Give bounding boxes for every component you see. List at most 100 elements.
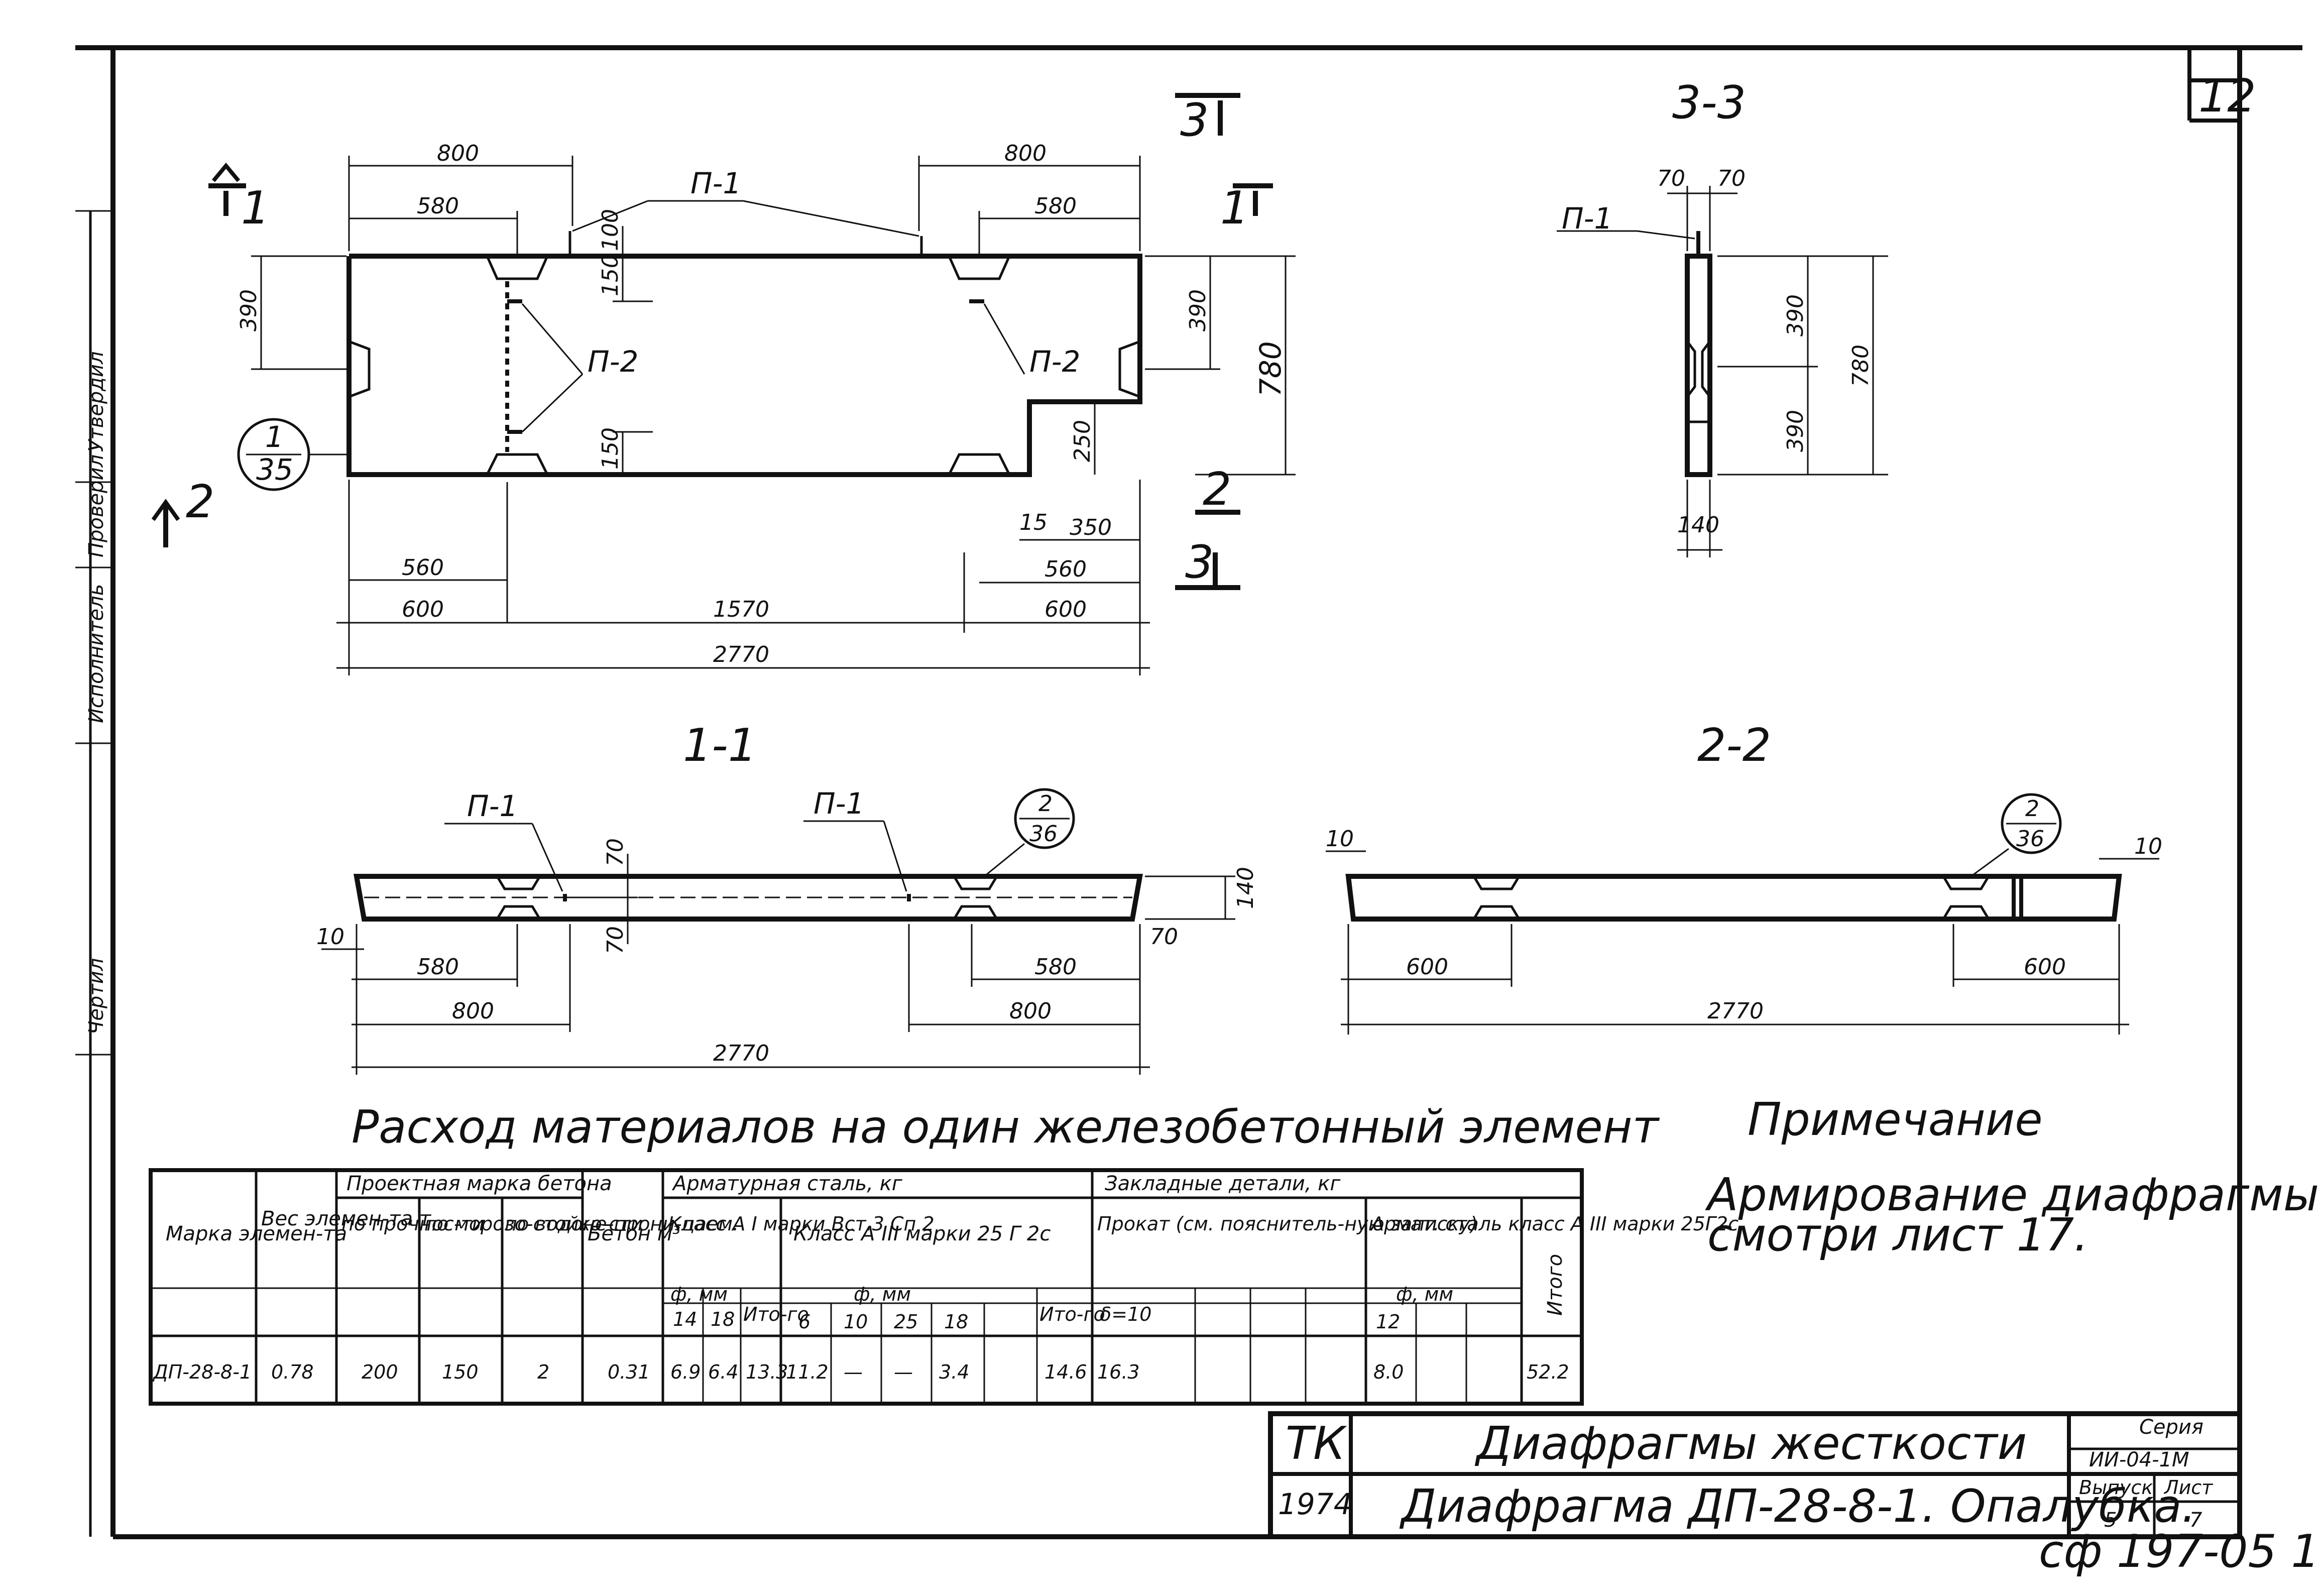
svg-text:140: 140: [1233, 867, 1258, 909]
svg-text:16.3: 16.3: [1097, 1361, 1140, 1383]
svg-text:70: 70: [1657, 166, 1685, 191]
svg-text:580: 580: [1034, 193, 1077, 219]
note-line-2: смотри лист 17.: [1707, 1209, 2089, 1262]
sheet-value: 7: [2189, 1509, 2202, 1532]
svg-text:2: 2: [1038, 791, 1053, 817]
embedded-parts-plan: [349, 231, 1140, 476]
sheet-frame: 12: [75, 45, 2302, 1539]
series-label: Серия: [2139, 1416, 2204, 1439]
svg-text:580: 580: [1034, 954, 1077, 980]
svg-text:2770: 2770: [1707, 998, 1764, 1024]
stamp-1: Утвердил: [85, 352, 108, 452]
svg-text:2: 2: [2025, 796, 2039, 822]
svg-text:800: 800: [1009, 998, 1052, 1024]
svg-text:18: 18: [944, 1311, 968, 1333]
svg-text:12: 12: [1376, 1311, 1400, 1333]
svg-text:18: 18: [711, 1308, 735, 1330]
section-2-2-title: 2-2: [1697, 719, 1771, 772]
left-margin-stamps: Утвердил Проверил Исполнитель Чертил: [75, 210, 113, 1537]
svg-text:14.6: 14.6: [1045, 1361, 1087, 1383]
label-p1-11-left: П-1: [467, 789, 518, 823]
svg-text:250: 250: [1070, 420, 1095, 462]
svg-text:52.2: 52.2: [1527, 1361, 1569, 1383]
section-mark-2-right: 2: [1203, 463, 1231, 516]
svg-text:36: 36: [1029, 821, 1058, 847]
label-p1-33: П-1: [1562, 201, 1612, 236]
svg-text:390: 390: [1185, 289, 1211, 331]
svg-text:800: 800: [1004, 141, 1047, 166]
svg-text:10: 10: [2134, 834, 2162, 859]
section-mark-1-right: 1: [1220, 182, 1249, 235]
svg-text:Закладные детали, кг: Закладные детали, кг: [1105, 1172, 1341, 1195]
svg-text:100: 100: [598, 209, 623, 251]
callout-22: 2 36: [1970, 793, 2062, 877]
materials-title: Расход материалов на один железобетонный…: [352, 1101, 1660, 1154]
svg-text:70: 70: [1150, 924, 1178, 950]
section-mark-3-top: 3: [1180, 94, 1209, 147]
stamp-2: Проверил: [85, 454, 108, 557]
section-mark-3-bottom: 3: [1185, 536, 1214, 589]
svg-text:390: 390: [1783, 294, 1808, 336]
svg-text:2: 2: [537, 1361, 549, 1383]
stamp-3: Исполнитель: [85, 584, 108, 723]
svg-text:150: 150: [442, 1361, 479, 1383]
plan-view: П-1 П-2 П-2 1 35 1 1 3: [151, 93, 1296, 675]
svg-text:по водоне-прони-цаем.: по водоне-прони-цаем.: [505, 1213, 739, 1235]
svg-text:25: 25: [894, 1311, 918, 1333]
plan-outline: [346, 254, 1142, 477]
svg-text:10: 10: [1326, 826, 1354, 852]
svg-text:—: —: [844, 1361, 863, 1383]
svg-text:Арматурная сталь, кг: Арматурная сталь, кг: [671, 1172, 903, 1195]
svg-text:560: 560: [1045, 556, 1087, 582]
svg-text:800: 800: [437, 141, 479, 166]
svg-text:2770: 2770: [713, 642, 769, 667]
svg-text:600: 600: [2024, 954, 2066, 980]
svg-text:Бетон м³: Бетон м³: [588, 1222, 680, 1245]
svg-text:70: 70: [603, 926, 628, 954]
label-p1-11-right: П-1: [814, 786, 864, 821]
svg-text:—: —: [894, 1361, 913, 1383]
svg-text:150: 150: [598, 254, 623, 296]
svg-text:по морозо-стойко-сти: по морозо-стойко-сти: [424, 1213, 643, 1235]
stamp-4: Чертил: [85, 958, 108, 1035]
svg-text:600: 600: [1045, 597, 1087, 622]
svg-text:1570: 1570: [713, 597, 769, 622]
svg-text:600: 600: [402, 597, 444, 622]
svg-text:390: 390: [236, 289, 262, 331]
title-block: ТК 1974 Диафрагмы жесткости Диафрагма ДП…: [1268, 1411, 2242, 1539]
svg-text:δ=10: δ=10: [1100, 1303, 1151, 1325]
sheet-label: Лист: [2163, 1476, 2214, 1499]
svg-text:600: 600: [1406, 954, 1448, 980]
section-1-1-title: 1-1: [683, 719, 757, 772]
section-2-2: 2-2 2 36 10 10 600 600 2770: [1326, 719, 2162, 1035]
plan-dimensions: 800 580 800 580 390 150 100 150: [236, 141, 1296, 675]
note: Примечание Армирование диафрагмы смотри …: [1705, 1093, 2319, 1262]
svg-text:200: 200: [362, 1361, 398, 1383]
svg-text:560: 560: [402, 555, 444, 581]
sheet-number: 12: [2198, 70, 2256, 123]
svg-text:Марка элемен-та: Марка элемен-та: [166, 1222, 347, 1245]
section-1-1: 1-1 П-1 П-1 2 36 70 70 140 70 10: [316, 719, 1258, 1075]
svg-text:35: 35: [256, 452, 293, 487]
svg-text:11.2: 11.2: [786, 1361, 829, 1383]
title-sub: Диафрагма ДП-28-8-1. Опалубка.: [1399, 1480, 2196, 1533]
title-org: ТК: [1286, 1417, 1347, 1470]
svg-text:10: 10: [316, 924, 344, 950]
section-3-3-title: 3-3: [1672, 76, 1746, 129]
svg-text:Армат. сталь класс А III марки: Армат. сталь класс А III марки 25Г2с: [1369, 1213, 1738, 1235]
svg-text:70: 70: [1717, 166, 1746, 191]
svg-text:13.3: 13.3: [746, 1361, 788, 1383]
svg-text:580: 580: [417, 193, 459, 219]
svg-text:Прокат (см. пояснитель-ную зап: Прокат (см. пояснитель-ную записку): [1097, 1213, 1478, 1235]
svg-text:15: 15: [1019, 510, 1048, 535]
materials-table: Марка элемен-та Вес элемен-та т Проектна…: [149, 1168, 1738, 1406]
callout-plan: 1 35: [237, 418, 349, 491]
svg-text:2770: 2770: [713, 1041, 769, 1066]
series-value: ИИ-04-1М: [2089, 1448, 2189, 1471]
svg-text:ДП-28-8-1: ДП-28-8-1: [152, 1361, 252, 1383]
svg-text:8.0: 8.0: [1373, 1361, 1404, 1383]
svg-text:6: 6: [798, 1311, 810, 1333]
section-mark-1-left: 1: [241, 182, 270, 235]
svg-text:580: 580: [417, 954, 459, 980]
note-line-1: Армирование диафрагмы: [1705, 1169, 2319, 1221]
